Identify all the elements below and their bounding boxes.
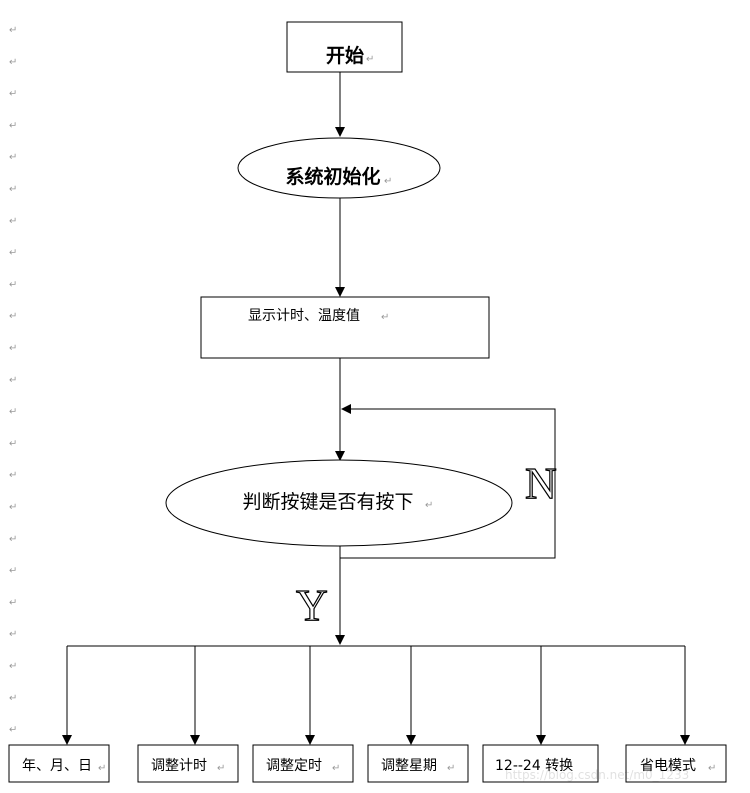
display-label: 显示计时、温度值 [248, 308, 360, 324]
watermark: https://blog.csdn.net/m0_1233 [505, 768, 689, 782]
paragraph-mark: ↵ [9, 438, 17, 449]
leaf-label: 调整星期 [381, 758, 437, 774]
no-label: N [525, 459, 557, 508]
paragraph-mark: ↵ [9, 57, 17, 68]
paragraph-mark: ↵ [366, 54, 374, 65]
paragraph-mark: ↵ [9, 407, 17, 418]
paragraph-mark: ↵ [9, 470, 17, 481]
paragraph-mark: ↵ [9, 597, 17, 608]
leaf-label: 年、月、日 [22, 758, 92, 774]
paragraph-mark: ↵ [9, 661, 17, 672]
paragraph-mark: ↵ [9, 502, 17, 513]
init-node [237, 137, 441, 199]
leaf-label: 省电模式 [640, 758, 696, 774]
paragraph-marks: ↵↵↵↵↵↵↵↵↵↵↵↵↵↵↵↵↵↵↵↵↵↵↵↵ [9, 25, 17, 767]
paragraph-mark: ↵ [9, 534, 17, 545]
paragraph-mark: ↵ [9, 725, 17, 736]
no-loop-line [339, 404, 556, 559]
decision-node [165, 459, 513, 547]
leaf-box: 调整计时 ↵ [137, 744, 239, 783]
leaf-box: 调整星期 ↵ [367, 744, 469, 783]
paragraph-mark: ↵ [9, 311, 17, 322]
paragraph-mark: ↵ [9, 25, 17, 36]
paragraph-mark: ↵ [9, 248, 17, 259]
paragraph-mark: ↵ [332, 763, 340, 774]
paragraph-mark: ↵ [9, 693, 17, 704]
paragraph-mark: ↵ [9, 375, 17, 386]
paragraph-mark: ↵ [9, 216, 17, 227]
paragraph-mark: ↵ [708, 763, 716, 774]
display-node [200, 296, 490, 359]
paragraph-mark: ↵ [9, 184, 17, 195]
start-node [286, 21, 403, 73]
paragraph-mark: ↵ [384, 176, 392, 187]
leaf-box: 年、月、日 ↵ [8, 744, 110, 783]
paragraph-mark: ↵ [9, 120, 17, 131]
paragraph-mark: ↵ [9, 89, 17, 100]
start-label: 开始 [326, 44, 364, 67]
paragraph-mark: ↵ [447, 763, 455, 774]
leaf-box: 调整定时 ↵ [252, 744, 354, 783]
leaf-label: 12--24 转换 [495, 757, 573, 774]
leaf-label: 调整定时 [266, 758, 322, 774]
paragraph-mark: ↵ [9, 279, 17, 290]
init-label: 系统初始化 [285, 165, 380, 188]
yes-label: Y [296, 581, 328, 630]
paragraph-mark: ↵ [381, 312, 389, 323]
paragraph-mark: ↵ [425, 500, 433, 511]
leaf-box: 省电模式 ↵ [625, 744, 727, 783]
leaf-label: 调整计时 [151, 758, 207, 774]
decision-label: 判断按键是否有按下 [242, 491, 413, 513]
leaf-box: 12--24 转换 [482, 744, 599, 783]
paragraph-mark: ↵ [9, 343, 17, 354]
paragraph-mark: ↵ [98, 763, 106, 774]
paragraph-mark: ↵ [217, 763, 225, 774]
paragraph-mark: ↵ [9, 629, 17, 640]
paragraph-mark: ↵ [9, 152, 17, 163]
paragraph-mark: ↵ [9, 566, 17, 577]
